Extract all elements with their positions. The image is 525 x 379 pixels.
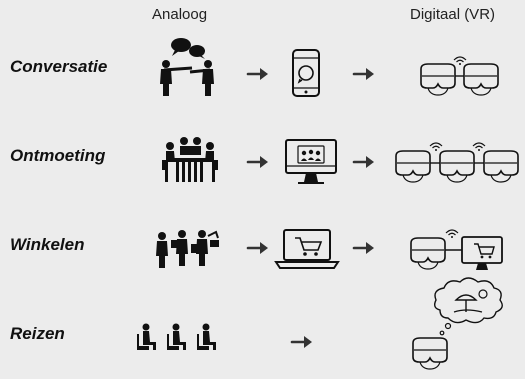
arrow-icon [290, 334, 314, 350]
seated-travelers-icon [137, 323, 216, 350]
row-label-winkelen: Winkelen [10, 235, 85, 254]
arrow-icon [352, 240, 376, 256]
people-shopping-icon [156, 230, 219, 268]
smartphone-whatsapp-icon [292, 49, 320, 97]
video-call-monitor-icon [285, 139, 337, 184]
two-vr-headsets-connected-icon [420, 56, 499, 96]
analog-column-header: Analoog [152, 6, 208, 23]
arrow-icon [246, 66, 270, 82]
people-meeting-at-table-icon [162, 137, 218, 182]
row-label-reizen: Reizen [10, 324, 65, 343]
arrow-icon [352, 66, 376, 82]
digital-column-header: Digitaal (VR) [410, 6, 496, 23]
vr-headset-dreaming-beach-icon [412, 277, 503, 370]
two-people-talking-icon [160, 38, 214, 96]
laptop-shopping-cart-icon [274, 229, 340, 269]
row-label-ontmoeting: Ontmoeting [10, 146, 106, 165]
arrow-icon [246, 240, 270, 256]
vr-headset-with-shopping-screen-icon [410, 229, 503, 270]
arrow-icon [352, 154, 376, 170]
three-vr-headsets-connected-icon [395, 142, 519, 183]
arrow-icon [246, 154, 270, 170]
row-label-conversatie: Conversatie [10, 57, 108, 76]
